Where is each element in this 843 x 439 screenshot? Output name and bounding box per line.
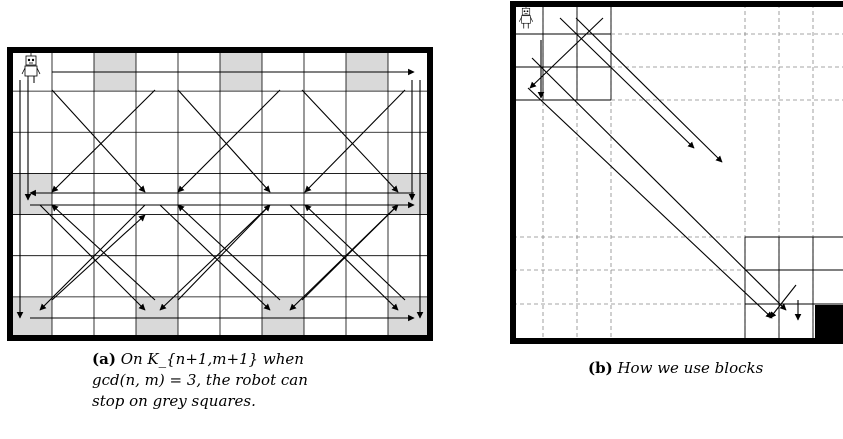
panel-a-board [7,47,433,341]
path-arrow [51,204,156,301]
path-arrow [531,57,787,311]
path-arrow [289,204,399,311]
path-arrow [51,89,146,193]
grey-square [346,50,388,92]
grey-square [10,173,52,215]
caption-b: (b) How we use blocks [588,358,818,379]
black-block [815,305,843,341]
robot-icon [21,52,41,84]
path-arrow [51,214,146,301]
path-arrow [39,204,146,311]
path-arrow [177,89,281,193]
robot-icon [518,5,534,29]
path-arrow [769,284,797,319]
panel-b-board [510,1,843,344]
path-arrow [304,89,406,193]
path-arrow [304,204,406,301]
path-arrow [575,17,723,163]
board-border [510,1,843,344]
robot-paths [16,68,424,322]
grey-square [10,296,52,338]
caption-a: (a) On K_{n+1,m+1} when gcd(n, m) = 3, t… [92,349,422,412]
path-arrow [529,17,604,89]
caption-a-line3: stop on grey squares. [92,392,256,410]
path-arrow [51,89,156,193]
path-arrow [301,89,399,193]
path-arrow [177,204,271,301]
grey-square [94,50,136,92]
path-arrow [177,89,271,193]
board-border [7,47,433,341]
path-arrow [177,204,281,301]
grey-square [220,50,262,92]
grey-square [388,296,430,338]
path-arrow [159,204,271,311]
block-grid [513,4,843,341]
grey-square [136,296,178,338]
caption-a-line2: gcd(n, m) = 3, the robot can [92,371,308,389]
caption-b-label: (b) [588,359,613,377]
path-arrow [527,87,773,319]
block-paths [527,17,802,321]
board-grid [10,50,430,338]
caption-b-text: How we use blocks [617,359,764,377]
path-arrow [559,17,695,149]
caption-a-line1: On K_{n+1,m+1} when [120,350,304,368]
caption-a-label: (a) [92,350,116,368]
